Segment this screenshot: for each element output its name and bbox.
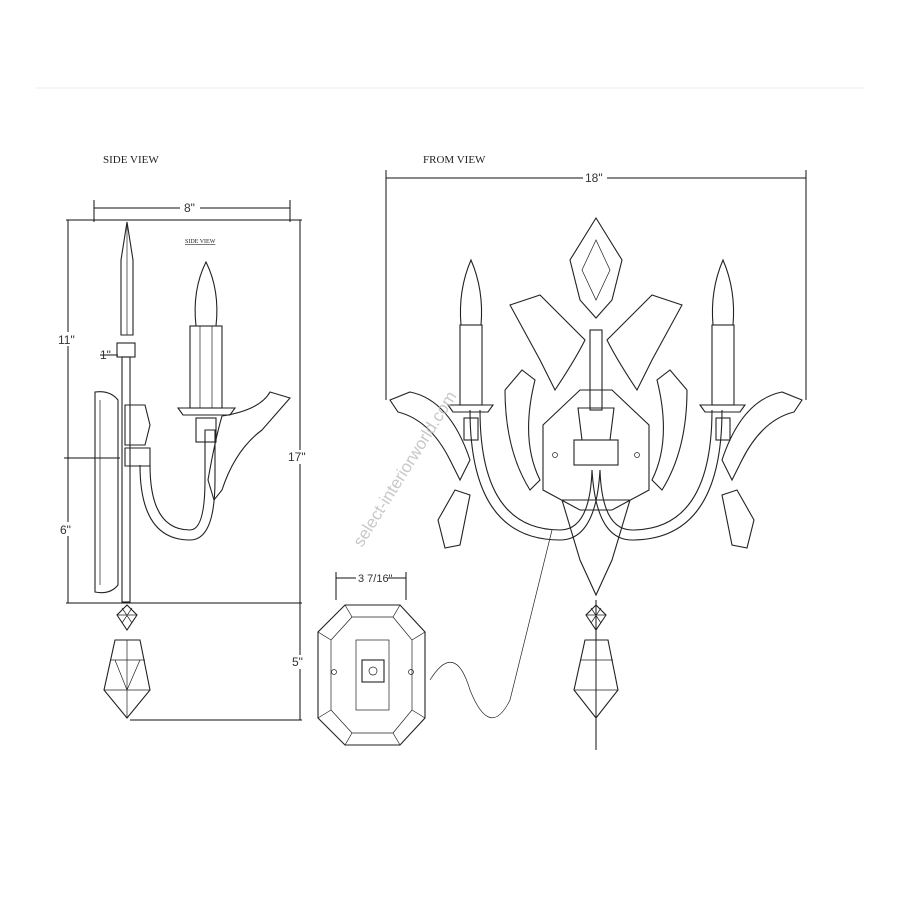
side-view-title: SIDE VIEW xyxy=(103,154,159,166)
dim-upper-height: 11" xyxy=(58,333,75,347)
dim-pendant-height: 5" xyxy=(292,655,303,669)
watermark: select-interiorworld.com xyxy=(349,388,460,550)
side-dimensions xyxy=(64,200,302,721)
dim-front-width: 18" xyxy=(585,171,603,185)
dim-backplate-width: 3 7/16" xyxy=(358,573,393,585)
dim-stem-offset: 1" xyxy=(100,348,111,362)
backplate-detail xyxy=(317,572,426,746)
front-view-title: FROM VIEW xyxy=(423,154,486,166)
dim-side-width: 8" xyxy=(184,201,195,215)
dim-total-height: 17" xyxy=(288,450,306,464)
side-view-small-label: SIDE VIEW xyxy=(185,239,216,245)
dim-lower-height: 6" xyxy=(60,523,71,537)
front-view-sconce xyxy=(389,216,803,719)
side-view-sconce xyxy=(94,221,291,719)
